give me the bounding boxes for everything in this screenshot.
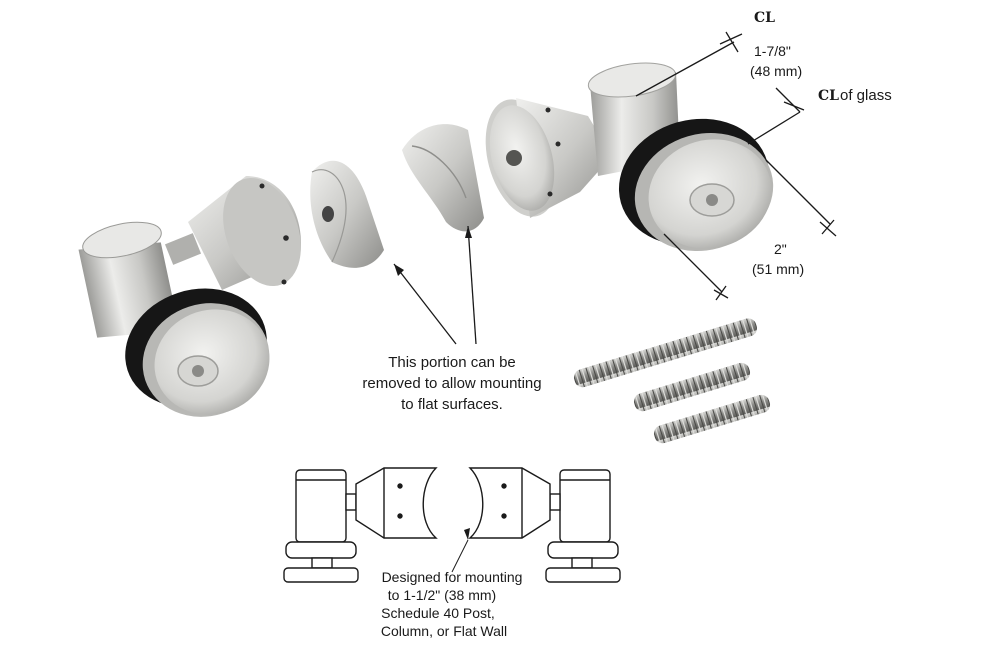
right-cap (634, 133, 774, 251)
right-fitting (485, 62, 774, 251)
centerline-glass-symbol: CL (818, 88, 839, 104)
threaded-stud-2 (633, 362, 751, 412)
centerline-label-top: CL (754, 10, 775, 26)
line-drawing-right (468, 467, 621, 583)
saddle-hole-1 (322, 206, 334, 222)
offset-metric-label: (48 mm) (750, 63, 802, 79)
left-neck (164, 233, 202, 265)
svg-text:CL: CL (754, 10, 775, 26)
svg-text:to 1-1/2" (38 mm): to 1-1/2" (38 mm) (388, 587, 496, 603)
left-cone-hole (283, 235, 289, 241)
threaded-stud-3 (653, 394, 771, 444)
left-hex-socket-icon (192, 365, 204, 377)
mounting-line-drawing (283, 467, 621, 583)
mounting-note: Designed for mounting to 1-1/2" (38 mm) … (381, 569, 523, 639)
offset-imperial-label: 1-7/8" (754, 43, 791, 59)
saddle-insert-left (310, 160, 384, 268)
left-cap (142, 303, 270, 417)
mounting-leader (451, 539, 469, 573)
svg-text:Schedule 40 Post,: Schedule 40 Post, (381, 605, 495, 621)
left-fitting (78, 176, 301, 417)
svg-text:Designed for mounting: Designed for mounting (382, 569, 523, 585)
right-cone-bore (506, 150, 522, 166)
svg-text:removed to allow mounting: removed to allow mounting (362, 375, 541, 392)
dimension-lines (393, 31, 837, 345)
line-drawing-left (283, 467, 438, 583)
svg-text:to flat surfaces.: to flat surfaces. (401, 396, 503, 413)
svg-text:Column, or Flat Wall: Column, or Flat Wall (381, 623, 507, 639)
right-cone (485, 98, 612, 218)
diameter-imperial-label: 2" (774, 241, 787, 257)
removable-note: This portion can be removed to allow mou… (362, 354, 541, 413)
centerline-glass-label: of glass (840, 87, 892, 104)
saddle-insert-right (402, 124, 484, 232)
leader-arrowheads (394, 226, 472, 540)
svg-text:This portion can be: This portion can be (388, 354, 516, 371)
threaded-studs (573, 318, 771, 444)
diameter-metric-label: (51 mm) (752, 261, 804, 277)
threaded-stud-1 (573, 318, 757, 388)
left-cone (188, 176, 301, 290)
right-hex-socket-icon (706, 194, 718, 206)
